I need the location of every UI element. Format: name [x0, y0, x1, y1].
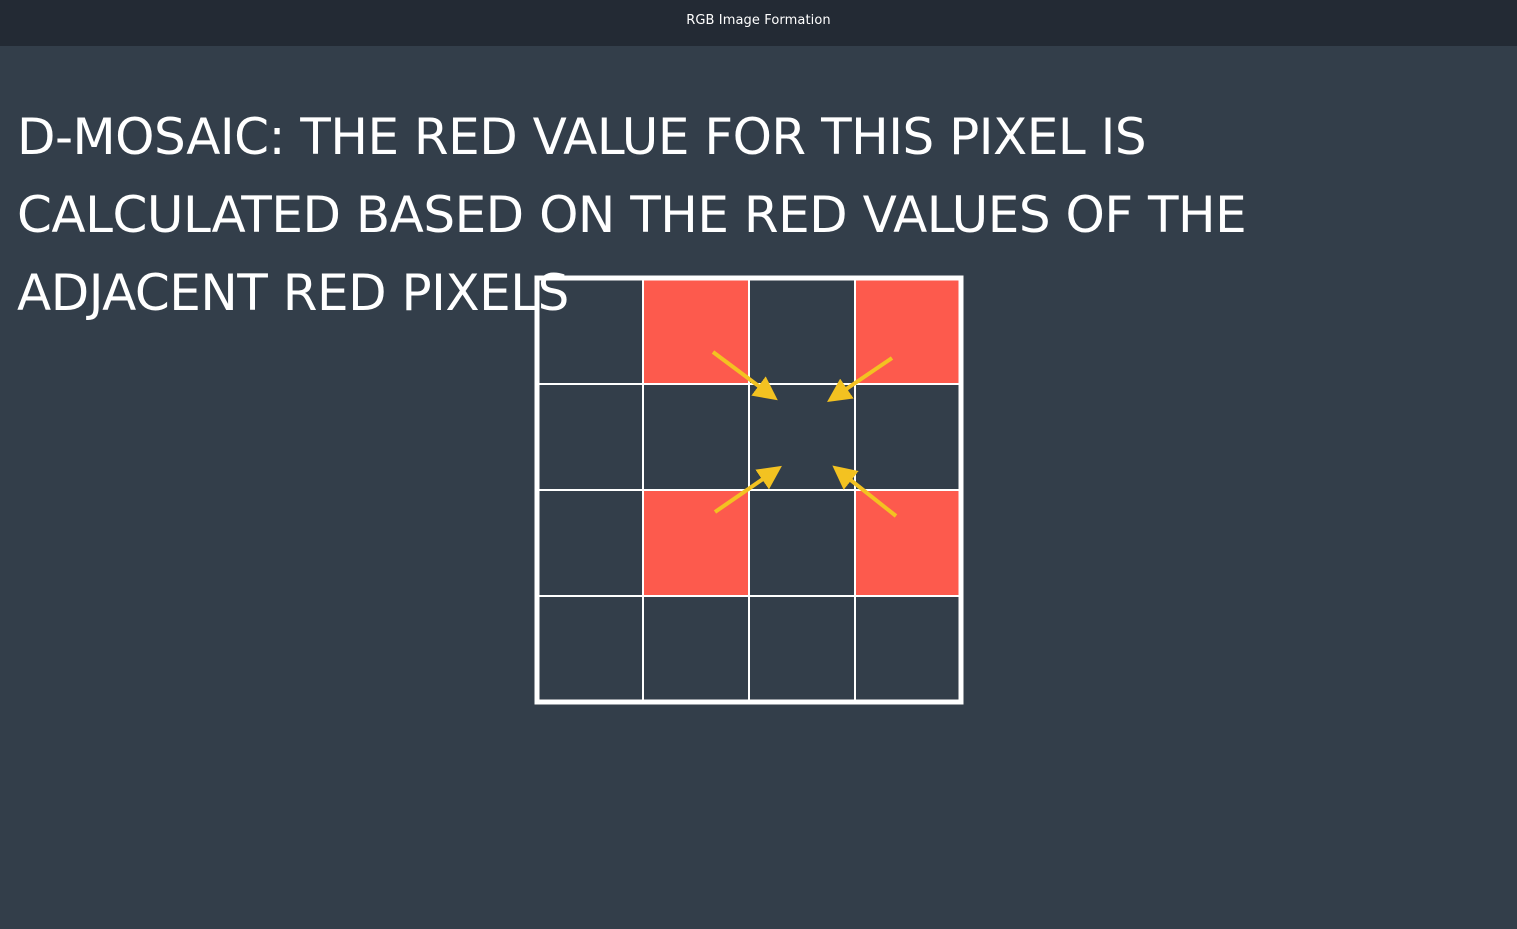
arrow-from-top-right: [827, 356, 894, 403]
grid-border: [534, 275, 964, 705]
window-titlebar: RGB Image Formation: [0, 0, 1517, 46]
arrows: [711, 350, 898, 518]
window-title: RGB Image Formation: [686, 12, 831, 28]
slide-heading: D-MOSAIC: THE RED VALUE FOR THIS PIXEL I…: [17, 108, 1247, 322]
arrow-from-top-left: [711, 350, 778, 401]
red-pixel-bottom-left: [643, 490, 749, 596]
bayer-grid-figure: [534, 275, 964, 705]
red-pixel-top-right: [855, 278, 961, 384]
red-pixel-bottom-right: [855, 490, 961, 596]
arrow-from-bottom-left: [713, 465, 782, 514]
arrow-from-bottom-right: [832, 465, 898, 518]
slide: D-MOSAIC: THE RED VALUE FOR THIS PIXEL I…: [0, 46, 1517, 929]
target-pixel: [749, 384, 855, 490]
grid-lines: [537, 278, 961, 702]
